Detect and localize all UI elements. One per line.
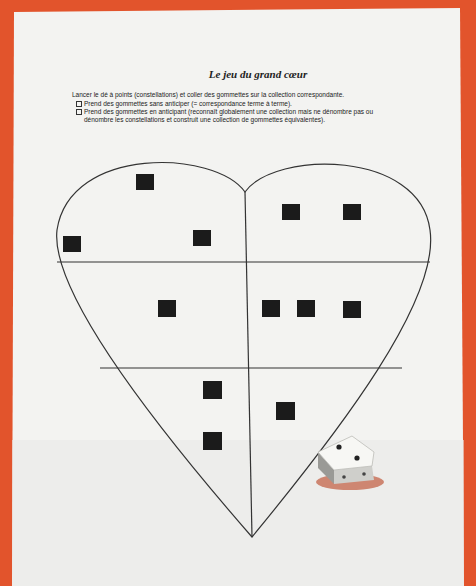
sticker	[343, 204, 361, 220]
paper-sheet	[12, 8, 464, 586]
sticker	[343, 301, 361, 318]
dice-pip	[354, 455, 359, 460]
sticker	[276, 402, 295, 420]
sticker	[63, 236, 81, 252]
instruction-text: Prend des gommettes en anticipant (recon…	[84, 108, 384, 123]
title: Le jeu du grand cœur	[209, 68, 307, 80]
sticker	[136, 174, 154, 190]
sticker	[297, 300, 315, 317]
dice-pip	[336, 444, 341, 449]
sticker	[193, 230, 211, 246]
sticker	[203, 381, 222, 399]
sticker	[262, 300, 280, 317]
instruction-text: Lancer le dé à points (constellations) e…	[72, 91, 417, 99]
dice-pip	[362, 472, 366, 476]
paper-shade	[12, 440, 464, 586]
stickers	[63, 174, 361, 450]
dice-top	[318, 436, 374, 470]
sticker	[158, 300, 176, 317]
divider-line	[100, 367, 402, 368]
instruction-text: Prend des gommettes sans anticiper (= co…	[84, 100, 414, 108]
checkbox	[76, 109, 82, 115]
divider-line	[245, 192, 252, 537]
sticker	[203, 432, 222, 450]
divider-line	[57, 261, 430, 262]
dice	[316, 436, 384, 490]
checkbox	[76, 101, 82, 107]
sticker	[282, 204, 300, 220]
heart-outline	[57, 163, 431, 537]
dice-pip	[342, 475, 346, 479]
